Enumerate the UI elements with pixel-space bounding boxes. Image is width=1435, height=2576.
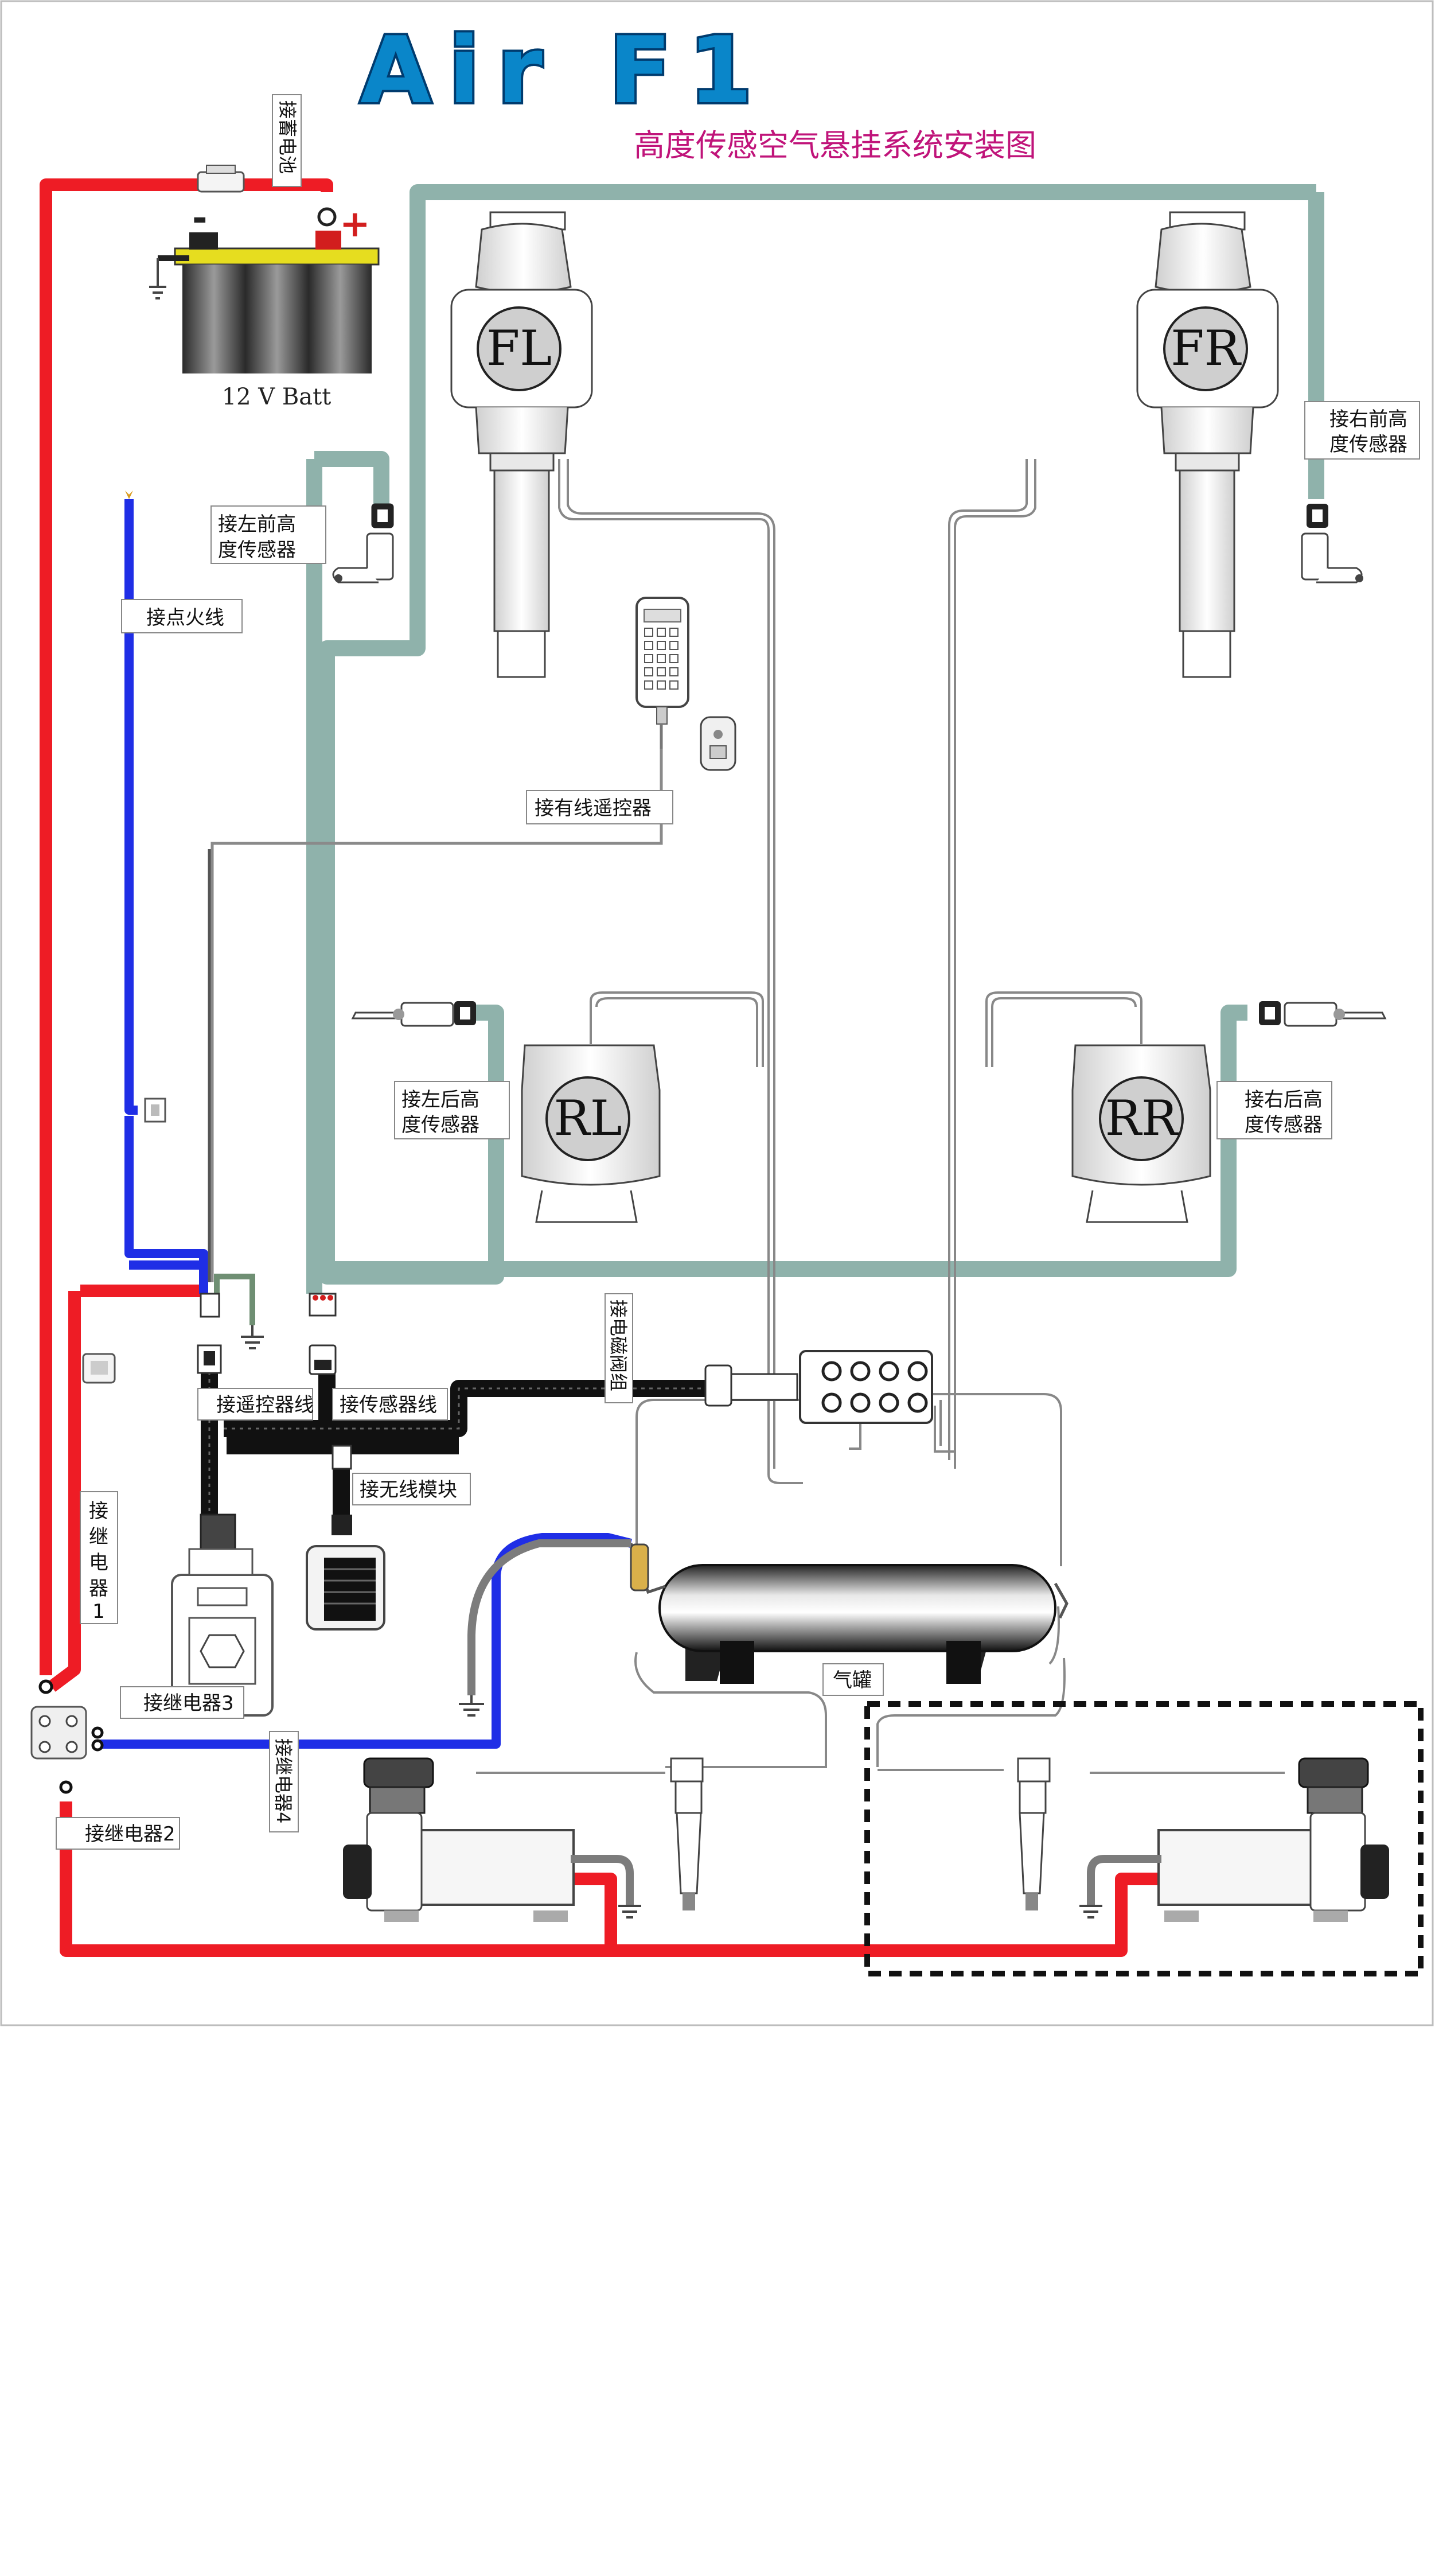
relay4-box <box>269 1731 299 1832</box>
controller-icon <box>171 1513 274 1717</box>
relay1-box <box>80 1491 118 1624</box>
battery-connect-box <box>272 94 302 187</box>
relay2-box <box>56 1817 180 1850</box>
relay1-label-2: 继 <box>89 1526 108 1548</box>
water-filter-icon <box>670 1757 704 1910</box>
harness-texture <box>208 1371 705 1549</box>
key-fob-icon <box>700 716 736 771</box>
fuse-holder-icon <box>197 165 245 193</box>
ignition-line <box>100 499 632 1749</box>
wired-remote-box <box>526 790 673 824</box>
power-line <box>40 178 1161 1957</box>
connector-icon <box>309 1293 337 1375</box>
air-bag-icon <box>521 1044 661 1223</box>
sensor-line-label: 接传感器线 <box>340 1394 437 1417</box>
ground-icon <box>618 1905 641 1919</box>
valve-block-label: 接电磁阀组 <box>607 1299 629 1391</box>
ground-icon <box>241 1325 264 1349</box>
height-sensor-icon <box>1259 1001 1387 1027</box>
rr-sensor-label-1: 接右后高 <box>1245 1088 1323 1111</box>
battery-icon: + - <box>158 197 380 373</box>
rf-sensor-label-1: 接右前高 <box>1329 408 1407 431</box>
battery-connect-label: 接蓄电池 <box>276 100 298 174</box>
ignition-wire-tip <box>125 491 133 499</box>
height-sensor-icon <box>351 1001 476 1027</box>
ground-icon <box>1079 1905 1102 1919</box>
ignition-box <box>121 599 243 633</box>
air-bag-icon <box>1136 211 1279 678</box>
lr-sensor-label-2: 度传感器 <box>401 1114 479 1137</box>
tank-box <box>822 1663 884 1696</box>
compressor-icon <box>343 1757 575 1922</box>
wired-remote-icon <box>635 597 689 749</box>
sensor-line-box <box>332 1388 448 1421</box>
page-frame <box>0 0 1434 2026</box>
rr-sensor-box <box>1216 1081 1332 1139</box>
ground-wire <box>1087 1855 1161 1905</box>
relay1-label-5: 1 <box>92 1600 105 1623</box>
valve-block-icon <box>704 1350 933 1424</box>
battery-minus: - <box>192 197 208 240</box>
wireless-module-label: 接无线模块 <box>360 1478 457 1501</box>
ground-icon <box>149 258 166 299</box>
remote-line-label: 接遥控器线 <box>216 1394 314 1417</box>
wireless-module-box <box>352 1473 471 1505</box>
connector-icon <box>332 1445 352 1535</box>
relay-icon <box>82 1353 116 1384</box>
connector-icon <box>197 1293 222 1374</box>
height-sensor-icon <box>1301 504 1363 583</box>
rf-sensor-label-2: 度传感器 <box>1329 433 1407 456</box>
relay2-label: 接继电器2 <box>85 1823 176 1846</box>
optional-compressor-frame <box>864 1701 1424 1976</box>
air-bag-icon <box>450 211 593 678</box>
page-title: Air F1 <box>360 17 770 124</box>
corner-fr: FR <box>1171 320 1242 376</box>
remote-line-box <box>197 1388 313 1421</box>
wireless-module-icon <box>306 1545 385 1631</box>
corner-fl: FL <box>486 320 552 376</box>
relay1-label-4: 器 <box>89 1577 108 1600</box>
connector-icon <box>144 1098 166 1123</box>
corner-rl: RL <box>553 1090 622 1146</box>
relay-icon <box>30 1679 104 1794</box>
tank-label: 气罐 <box>833 1669 872 1692</box>
compressor-icon <box>1157 1757 1389 1922</box>
ground-wire <box>467 1539 631 1695</box>
ground-wire <box>214 1274 255 1325</box>
relay3-label: 接继电器3 <box>143 1692 234 1715</box>
water-filter-icon <box>1017 1757 1051 1910</box>
lf-sensor-label-2: 度传感器 <box>218 539 296 562</box>
battery-plus: + <box>340 203 371 246</box>
relay3-box <box>120 1686 244 1719</box>
rf-sensor-box <box>1304 401 1420 460</box>
lf-sensor-box <box>210 505 326 564</box>
rr-sensor-label-2: 度传感器 <box>1245 1114 1323 1137</box>
air-tank-icon <box>629 1543 1069 1684</box>
lr-sensor-box <box>394 1081 510 1139</box>
ground-wire <box>571 1855 634 1905</box>
battery-label: 12 V Batt <box>222 384 332 410</box>
ignition-label: 接点火线 <box>146 606 224 629</box>
page-subtitle: 高度传感空气悬挂系统安装图 <box>634 127 1036 164</box>
ground-icon <box>459 1695 484 1717</box>
relay1-label-3: 电 <box>89 1551 108 1574</box>
height-sensor-icon <box>332 503 394 583</box>
relay4-label: 接继电器4 <box>272 1738 294 1823</box>
air-hoses <box>476 459 1285 1774</box>
relay1-label-1: 接 <box>89 1500 108 1523</box>
lf-sensor-label-1: 接左前高 <box>218 513 296 536</box>
lr-sensor-label-1: 接左后高 <box>401 1088 479 1111</box>
air-bag-icon <box>1071 1044 1211 1223</box>
valve-block-box <box>605 1293 633 1403</box>
wired-remote-label: 接有线遥控器 <box>535 797 652 820</box>
corner-rr: RR <box>1105 1090 1179 1146</box>
